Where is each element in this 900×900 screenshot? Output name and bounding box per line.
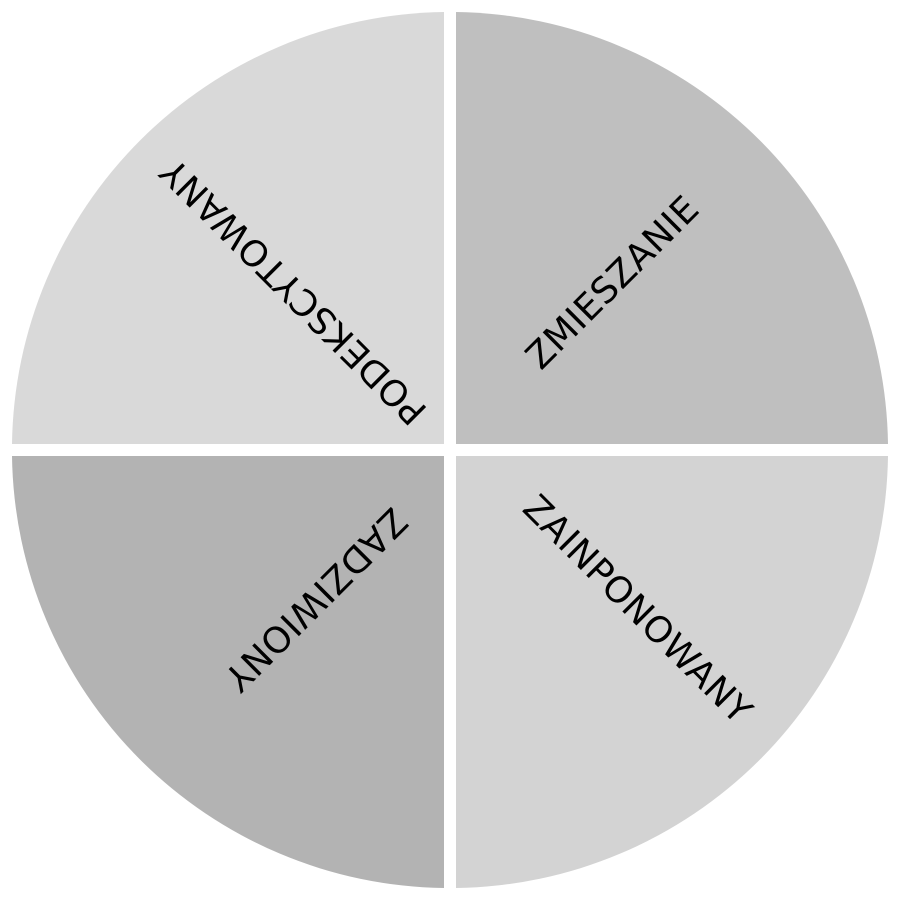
quadrant-bottom-right xyxy=(456,456,888,888)
quadrant-top-left xyxy=(12,12,444,444)
quadrant-top-right xyxy=(456,12,888,444)
quadrant-bottom-left xyxy=(12,456,444,888)
